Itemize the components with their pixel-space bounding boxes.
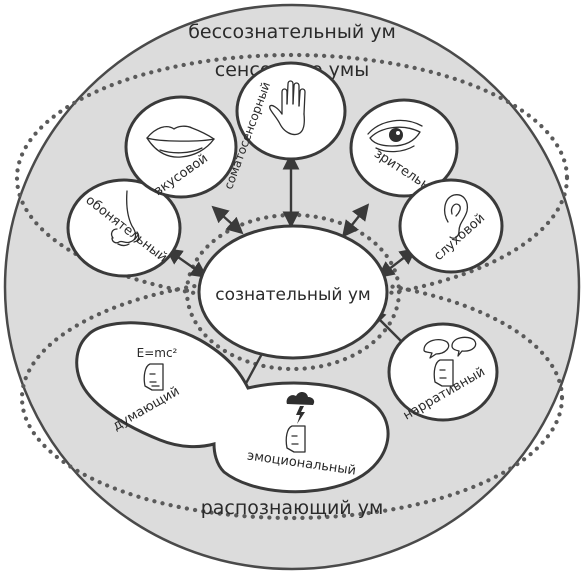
face-icon	[143, 363, 164, 391]
face-icon	[285, 425, 306, 453]
lips-icon	[146, 125, 215, 158]
arrow-sight-conscious	[341, 203, 370, 238]
nose-icon	[110, 190, 140, 247]
conscious-mind-node	[197, 224, 389, 360]
ear-icon	[443, 194, 469, 239]
arrow-hearing-conscious	[377, 247, 417, 279]
hearing-node: слуховой	[398, 178, 504, 274]
hand-icon	[269, 80, 306, 136]
storm-cloud-icon	[286, 391, 315, 424]
recognizing-mind-label: распознающий ум	[201, 497, 384, 519]
arrow-smell-conscious	[165, 248, 208, 278]
face-icon	[433, 359, 454, 387]
formula-label: E=mc²	[137, 346, 178, 360]
taste-node: вкусовой	[124, 95, 238, 199]
thinking-emotional-blob	[75, 321, 390, 494]
speech-bubbles-icon	[423, 336, 477, 359]
eye-icon	[367, 119, 423, 153]
unconscious-mind-label: бессознательный ум	[188, 21, 396, 43]
arrow-taste-conscious	[211, 205, 244, 235]
conscious-mind-label: сознательный ум	[215, 285, 370, 305]
smell-node: обонятельный	[66, 178, 182, 278]
